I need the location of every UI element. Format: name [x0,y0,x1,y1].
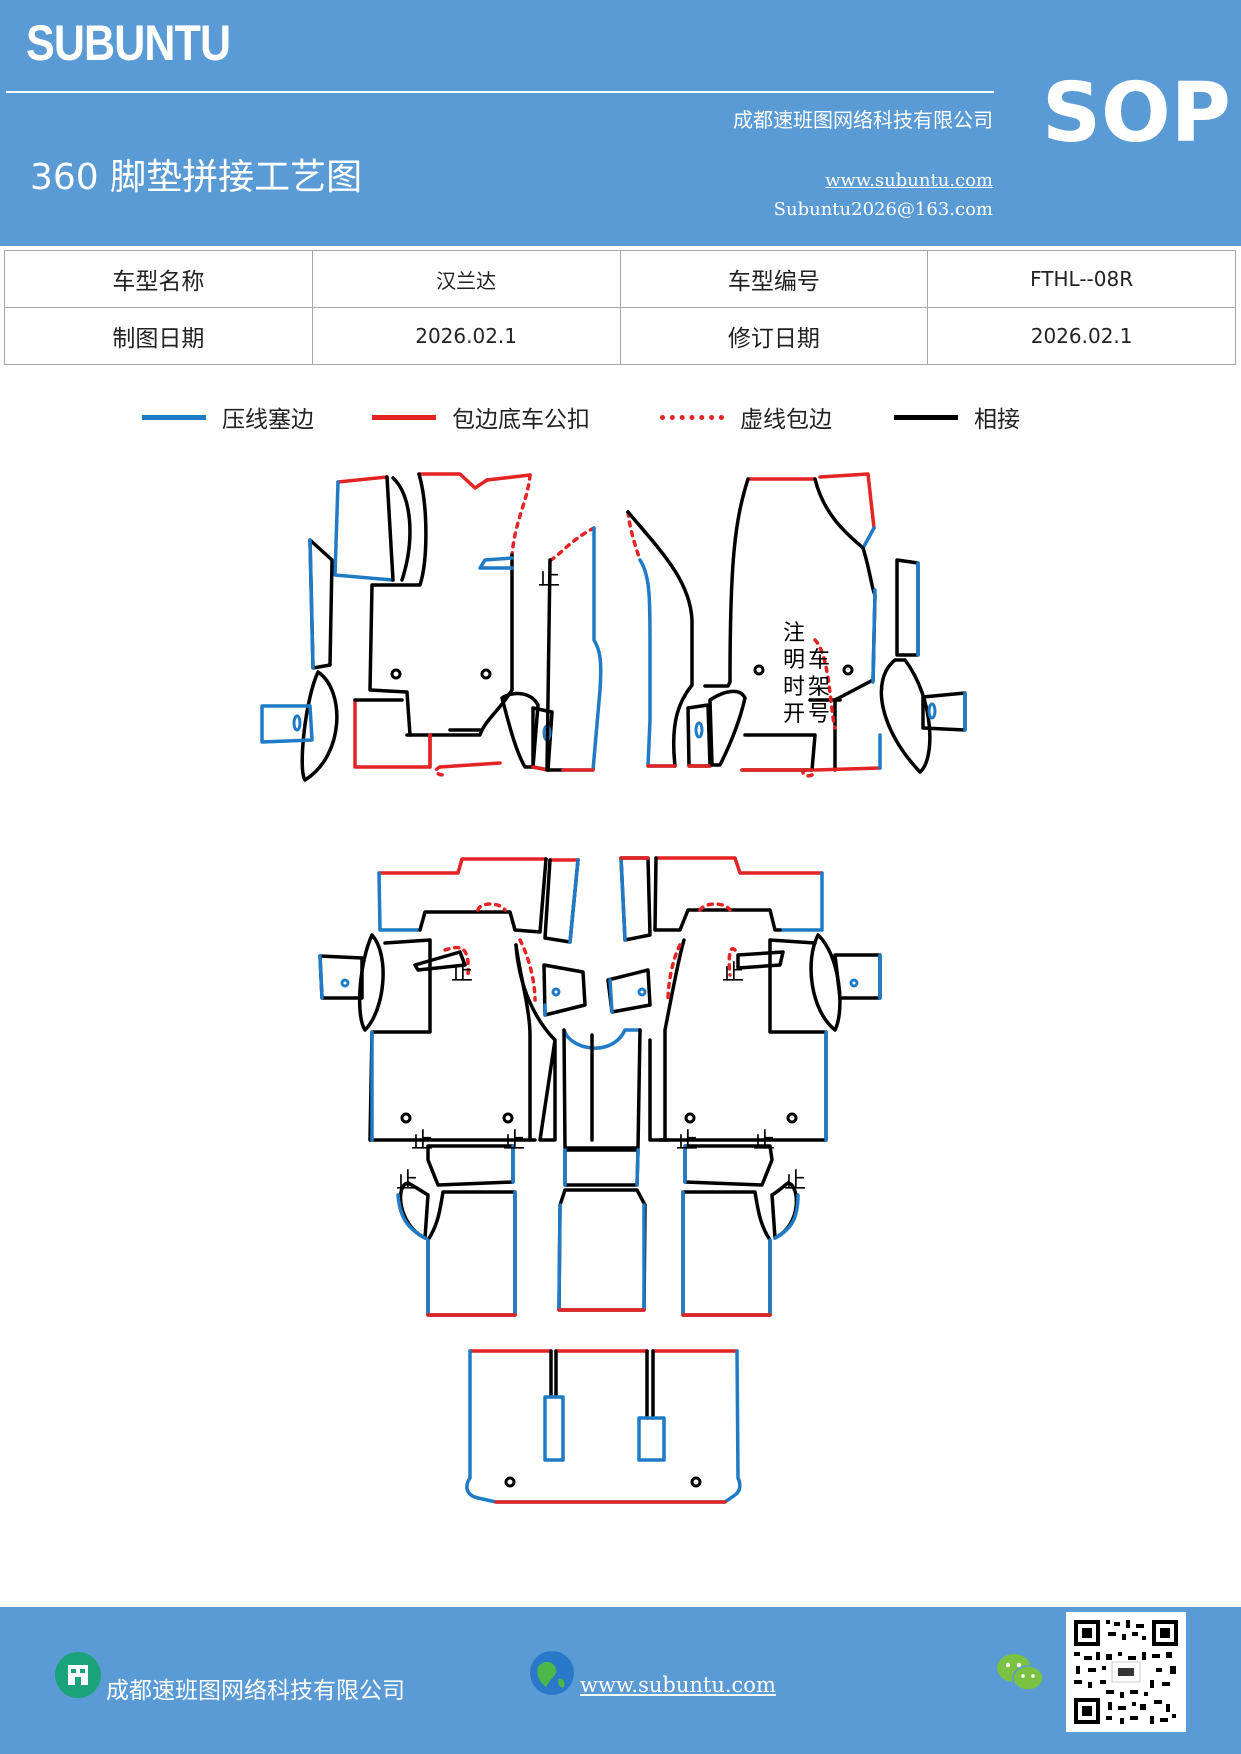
legend-label: 虚线包边 [740,407,832,433]
stop-mark: 止 [676,1129,698,1154]
note-char: 明 [783,648,805,673]
header-company: 成都速班图网络科技有限公司 [733,108,993,132]
table-row: 制图日期 2026.02.1 修订日期 2026.02.1 [4,307,1236,365]
model-code-value: FTHL--08R [927,250,1236,308]
stop-mark: 止 [784,1169,806,1194]
table-row: 车型名称 汉兰达 车型编号 FTHL--08R [4,250,1236,308]
second-row-mats [318,856,882,1150]
brand-logo: SUBUNTU [26,15,231,71]
model-code-label: 车型编号 [619,250,929,308]
front-left-mat [260,472,554,782]
legend-label: 相接 [974,407,1020,433]
stop-marks: 止 止 止 止 止 止 止 止 止 [396,566,806,1194]
wechat-icon[interactable] [996,1652,1044,1694]
legend-item-joint: 相接 [894,400,1020,434]
model-name-value: 汉兰达 [311,250,621,308]
vehicle-info-table: 车型名称 汉兰达 车型编号 FTHL--08R 制图日期 2026.02.1 修… [4,250,1236,365]
legend-blue-line [142,414,206,420]
revision-date-value: 2026.02.1 [927,307,1236,365]
stop-mark: 止 [503,1129,525,1154]
header-website-link[interactable]: www.subuntu.com [825,170,993,191]
model-name-label: 车型名称 [4,250,313,308]
frame-number-note: 注 明 时 开 车 架 号 [783,621,830,727]
note-char: 车 [808,648,830,673]
note-char: 开 [783,702,805,727]
stop-mark: 止 [722,961,744,986]
revision-date-label: 修订日期 [619,307,929,365]
note-char: 时 [783,675,805,700]
trunk-mat [465,1349,742,1504]
page-footer: 成都速班图网络科技有限公司 www.subuntu.com [0,1607,1241,1754]
header-divider [6,91,994,93]
page-title: 360 脚垫拼接工艺图 [30,157,363,198]
legend-black-line [894,414,958,420]
globe-icon [530,1651,574,1695]
qr-code [1066,1612,1186,1732]
drawing-date-value: 2026.02.1 [311,307,621,365]
line-legend: 压线塞边 包边底车公扣 虚线包边 相接 [0,400,1241,440]
legend-item-dotted-binding: 虚线包边 [660,400,832,434]
note-char: 注 [783,621,805,646]
floor-mat-diagram: 止 止 止 止 止 止 止 止 止 注 明 时 开 车 架 号 [260,472,967,1504]
legend-red-line [372,414,436,420]
legend-red-dotted-line [660,414,724,420]
stop-mark: 止 [396,1169,418,1194]
legend-label: 压线塞边 [222,407,314,433]
legend-item-press-line: 压线塞边 [142,400,314,434]
page-header: SUBUNTU 成都速班图网络科技有限公司 SOP 360 脚垫拼接工艺图 ww… [0,0,1241,246]
legend-label: 包边底车公扣 [452,407,590,433]
front-center-left-strip [545,526,603,772]
stop-mark: 止 [451,961,473,986]
header-email: Subuntu2026@163.com [773,199,993,220]
stop-mark: 止 [411,1129,433,1154]
sop-badge: SOP [1042,66,1231,161]
footer-company: 成都速班图网络科技有限公司 [106,1678,405,1704]
note-char: 架 [808,675,830,700]
building-icon [55,1652,101,1698]
drawing-date-label: 制图日期 [4,307,313,365]
footer-website-link[interactable]: www.subuntu.com [580,1673,776,1697]
stop-mark: 止 [753,1129,775,1154]
front-right-mat [626,472,967,778]
stop-mark: 止 [538,566,560,591]
note-char: 号 [808,702,830,727]
legend-item-edge-binding: 包边底车公扣 [372,400,590,434]
third-row-mats [396,1144,800,1317]
